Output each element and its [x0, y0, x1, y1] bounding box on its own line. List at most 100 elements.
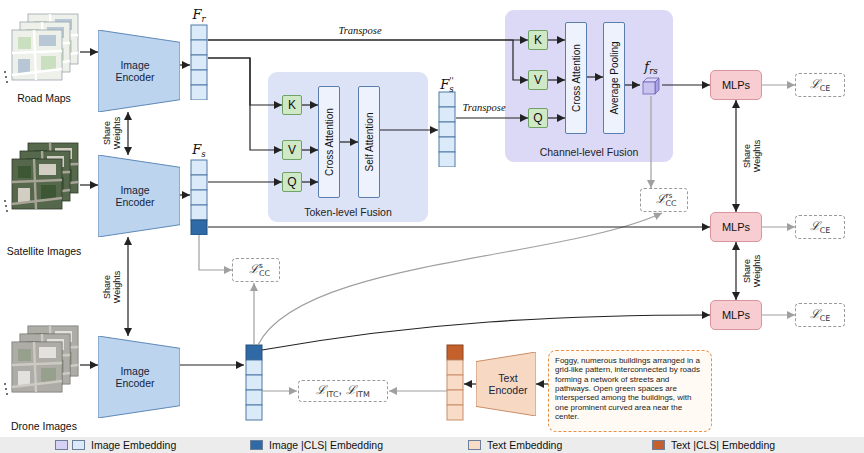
node-text: f — [644, 59, 649, 74]
legend-text: Text Embedding — [487, 439, 562, 451]
text-holder: K — [288, 99, 296, 111]
node-text: Channel-level Fusion — [540, 146, 639, 158]
text-holder: Q — [287, 176, 296, 188]
band-fill — [268, 72, 428, 222]
node-text: Token-level Fusion — [304, 206, 392, 218]
value-box: V — [528, 70, 548, 90]
legend-swatch — [72, 440, 85, 450]
loss-arrow — [253, 283, 254, 345]
connector — [199, 235, 232, 270]
text-holder: Image Encoder — [102, 336, 168, 418]
legend-item: Text Embedding — [468, 438, 562, 452]
node-text: Q — [287, 175, 296, 189]
text-holder: Image Encoder — [102, 155, 168, 237]
mlp-box: MLPs — [710, 70, 762, 100]
connector — [80, 51, 98, 52]
image-stack: Drone Images — [8, 326, 80, 432]
node-text: '' — [449, 77, 453, 86]
node-text: CE — [820, 226, 831, 235]
token-cell — [246, 375, 262, 390]
cube-icon — [641, 76, 661, 96]
ellipsis-dot — [5, 388, 7, 390]
node-text: Image Encoder — [102, 184, 168, 208]
image-illustration — [8, 14, 80, 84]
legend-item: Image |CLS| Embedding — [250, 438, 383, 452]
connector — [302, 104, 318, 105]
node-text: Image Encoder — [102, 365, 168, 389]
connector — [762, 226, 795, 227]
trapezoid — [98, 155, 180, 237]
node-text: ITM — [356, 390, 370, 399]
loss-box: ℒCE — [795, 303, 845, 327]
loss-box: ℒITC,ℒITM — [298, 380, 388, 402]
node-text: V — [534, 73, 542, 87]
node-text: Cross Attention — [571, 44, 582, 112]
token-cell — [191, 55, 207, 70]
token-cell — [439, 122, 455, 137]
token-column: Fs — [190, 143, 208, 235]
token-cell — [191, 220, 207, 235]
loss-arrow — [262, 390, 297, 391]
attention-box: Cross Attention — [318, 86, 340, 198]
query-box: Q — [282, 172, 302, 192]
mlp-box: MLPs — [710, 300, 762, 330]
ellipsis-dot — [4, 200, 6, 202]
token-cell — [191, 25, 207, 40]
image-illustration — [8, 143, 80, 217]
token-cell — [191, 190, 207, 205]
text-holder: V — [534, 74, 542, 86]
text-holder: Image Encoder — [102, 30, 168, 112]
node-text: K — [534, 33, 542, 47]
connector — [762, 314, 795, 315]
token-cell — [439, 92, 455, 107]
node-text: CE — [820, 314, 831, 323]
legend-item: Text |CLS| Embedding — [652, 438, 775, 452]
token-cell — [447, 375, 463, 390]
token-cell — [447, 390, 463, 405]
key-box: K — [528, 30, 548, 50]
trapezoid — [476, 352, 536, 416]
token-cell — [191, 160, 207, 175]
cls-cell — [246, 345, 262, 360]
token-cell — [439, 107, 455, 122]
text-holder: ℒCCs — [249, 262, 263, 277]
text-holder: Channel-level Fusion — [505, 146, 673, 158]
loss-arrow — [258, 213, 662, 345]
legend-text: Image |CLS| Embedding — [269, 439, 383, 451]
image-card — [12, 342, 62, 392]
connector — [302, 181, 318, 182]
text-holder: Drone Images — [0, 420, 92, 432]
text-holder: Foggy, numerous buildings arranged in a … — [549, 351, 711, 427]
connector — [80, 184, 98, 185]
legend-text: Text |CLS| Embedding — [671, 439, 775, 451]
connector — [650, 96, 651, 188]
ellipsis-dot — [6, 393, 8, 395]
node-text: rs — [666, 191, 673, 200]
token-cell — [246, 390, 262, 405]
node-text: CC — [666, 199, 677, 208]
edge-label: Share Weights — [742, 138, 762, 174]
text-holder: MLPs — [722, 310, 750, 321]
connector — [548, 117, 565, 118]
text-holder: MLPs — [722, 80, 750, 91]
connector — [127, 237, 128, 336]
text-holder: ℒITC,ℒITM — [316, 384, 370, 399]
arrow — [464, 383, 476, 384]
node-text: Self Attention — [364, 113, 375, 172]
connector — [208, 181, 282, 182]
connector — [536, 383, 548, 384]
connector — [735, 242, 736, 300]
connector — [208, 226, 710, 227]
connector — [208, 58, 282, 105]
connector — [180, 194, 190, 195]
ellipsis-dot — [4, 383, 6, 385]
fusion-band: KVQCross AttentionAverage PoolingfrsChan… — [505, 10, 673, 162]
text-holder: Fr — [178, 6, 220, 28]
fusion-band: KVQCross AttentionSelf AttentionToken-le… — [268, 72, 428, 222]
node-text: ℒ — [346, 383, 356, 397]
connector — [548, 39, 565, 40]
connector — [380, 129, 438, 130]
text-holder: Self Attention — [364, 113, 375, 172]
feature-cube: frs — [640, 60, 662, 96]
